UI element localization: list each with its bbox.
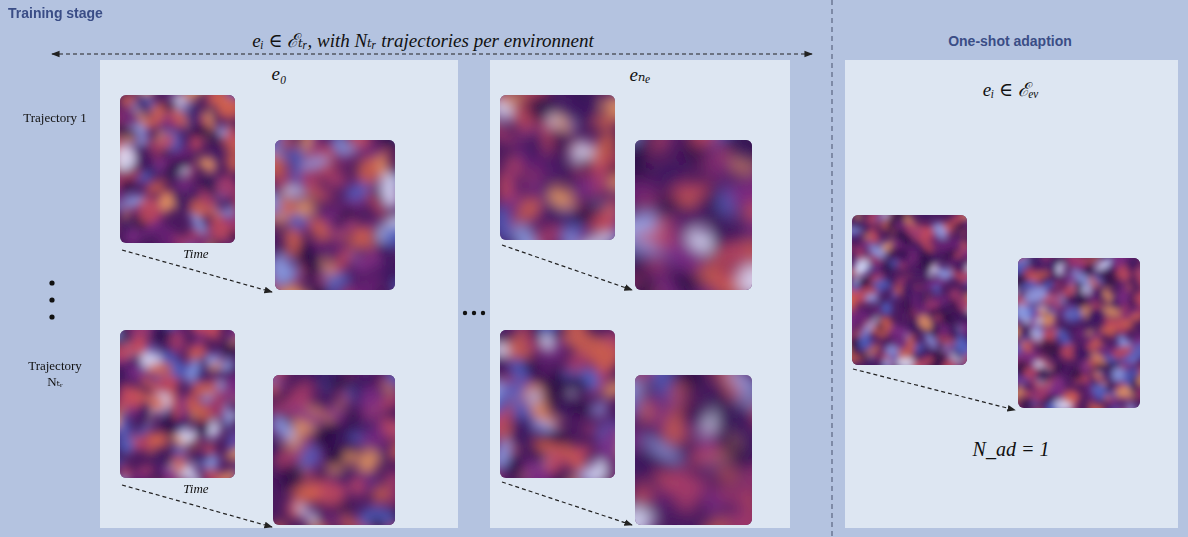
stage-subtitle: eᵢ ∈ ℰₜᵣ, with Nₜᵣ trajectories per envi… xyxy=(252,27,594,53)
stage-region: eᵢ ∈ ℰₑᵥN_ad = 1 One-shot adaption xyxy=(832,0,1188,537)
vorticity-field xyxy=(120,330,235,478)
adaptation-count-holder: N_ad = 1 xyxy=(973,438,1050,461)
environment-panel: eₙₑ xyxy=(490,60,790,528)
vorticity-field xyxy=(635,375,752,525)
trajectory-label: Trajectory 1 xyxy=(23,110,86,126)
adaptation-panel: eᵢ ∈ ℰₑᵥN_ad = 1 xyxy=(845,60,1178,528)
time-arrow xyxy=(853,369,1015,410)
environment-label-holder: e₀ xyxy=(271,63,286,85)
ellipsis-dot xyxy=(49,314,54,319)
trajectory-label-holder: Trajectory 1 xyxy=(10,108,100,126)
ellipsis-dot xyxy=(49,280,54,285)
ellipsis-dot xyxy=(472,311,476,315)
environment-label: e₀ xyxy=(271,63,286,85)
ellipsis-dot xyxy=(481,311,485,315)
vorticity-field xyxy=(273,375,395,525)
environment-label-holder: eᵢ ∈ ℰₑᵥ xyxy=(983,76,1039,102)
time-label: Time xyxy=(183,246,208,262)
stage-subtitle-holder: eᵢ ∈ ℰₜᵣ, with Nₜᵣ trajectories per envi… xyxy=(252,27,594,53)
vorticity-field xyxy=(500,330,615,478)
time-label-holder: Time xyxy=(166,479,226,497)
time-label: Time xyxy=(183,481,208,497)
stage-heading-holder: One-shot adaption xyxy=(948,32,1072,50)
vorticity-field xyxy=(635,140,752,290)
vorticity-field xyxy=(1018,258,1140,408)
environment-label-holder: eₙₑ xyxy=(629,63,650,86)
environment-label: eₙₑ xyxy=(629,63,650,86)
span-arrow xyxy=(52,53,812,54)
stage-heading-holder: Training stage xyxy=(8,4,103,22)
time-arrow xyxy=(122,485,272,527)
ellipsis-dot xyxy=(49,297,54,302)
environment-label: eᵢ ∈ ℰₑᵥ xyxy=(983,76,1039,102)
vorticity-field xyxy=(275,140,395,290)
stage-region: e₀ eₙₑ Training stage eᵢ ∈ ℰₜᵣ, with Nₜᵣ tr… xyxy=(0,0,832,537)
adaptation-count: N_ad = 1 xyxy=(973,438,1050,461)
trajectory-label: Trajectory Nₜᵣ xyxy=(20,358,90,391)
stage-heading: One-shot adaption xyxy=(948,33,1072,49)
time-arrow xyxy=(502,245,632,290)
vorticity-field xyxy=(500,95,615,240)
stage-heading: Training stage xyxy=(8,5,103,21)
stage-divider xyxy=(831,0,832,537)
time-label-holder: Time xyxy=(166,244,226,262)
vorticity-field xyxy=(852,215,967,365)
environment-panel: e₀ xyxy=(100,60,458,528)
time-arrow xyxy=(502,482,632,525)
ellipsis-dot xyxy=(463,311,467,315)
vorticity-field xyxy=(120,95,235,243)
time-arrow xyxy=(122,250,272,292)
trajectory-label-holder: Trajectory Nₜᵣ xyxy=(20,358,90,391)
